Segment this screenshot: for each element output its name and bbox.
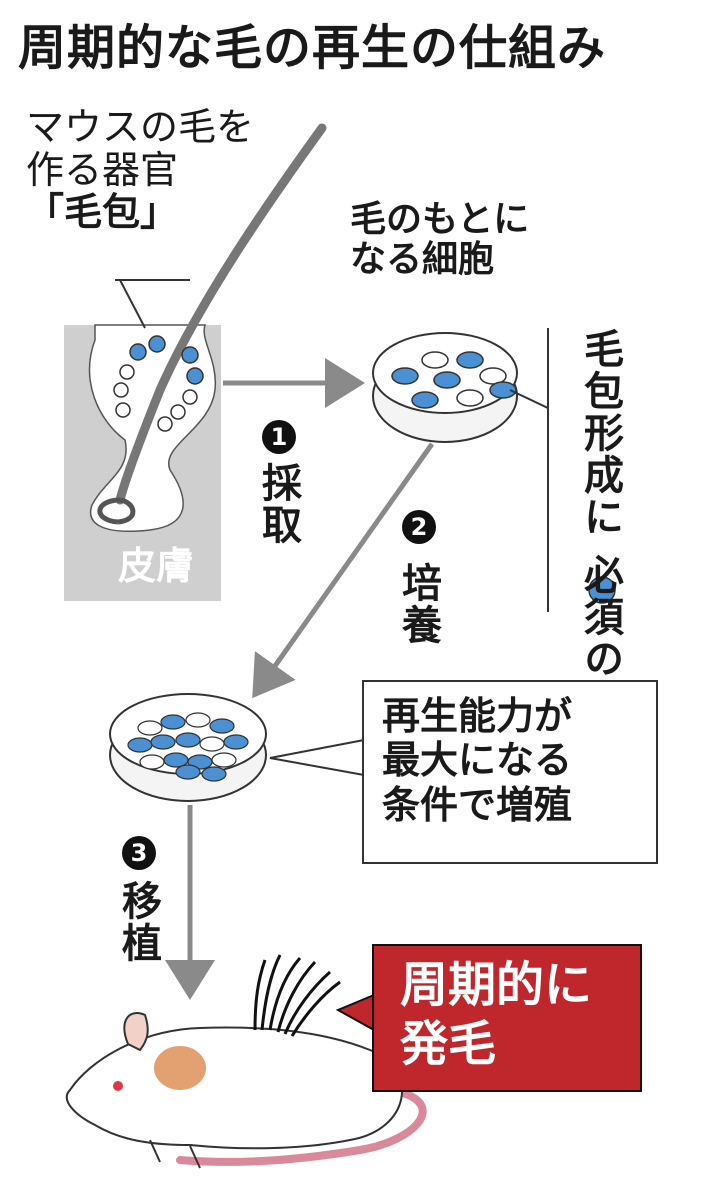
- follicle-label-line2: 作る器官: [26, 147, 179, 192]
- mouse-leg-front: [149, 1139, 201, 1169]
- condition-line3: 条件で増殖: [382, 782, 573, 827]
- result-box: 周期的に 発毛: [372, 944, 642, 1092]
- new-hair-tuft: [253, 954, 341, 1037]
- condition-box: 再生能力が 最大になる 条件で増殖: [362, 680, 658, 864]
- mouse-ear: [123, 1012, 149, 1052]
- step-2-number: 2: [402, 510, 436, 544]
- follicle-label: マウスの毛を 作る器官 「毛包」: [26, 106, 254, 234]
- required-cells-line1: 毛包形成に: [577, 328, 623, 538]
- mouse-tail: [176, 1086, 427, 1166]
- required-cell-legend: [588, 576, 616, 604]
- dish-upper: [372, 332, 518, 443]
- hair-root: [97, 497, 136, 525]
- step-3-label: 移植: [115, 880, 161, 964]
- mouse-illustration: [65, 954, 427, 1169]
- required-pointer: [509, 328, 549, 612]
- mouse-eye: [113, 1081, 123, 1091]
- condition-line1: 再生能力が: [382, 694, 573, 738]
- required-cells-label: 毛包形成に 必須の細胞: [577, 328, 623, 764]
- condition-line2: 最大になる: [382, 738, 573, 783]
- result-line2: 発毛: [400, 1015, 497, 1072]
- follicle-pointer: [115, 279, 190, 329]
- follicle-cells: [113, 335, 204, 432]
- hair-shaft: [115, 123, 327, 505]
- follicle-label-line3: 「毛包」: [26, 190, 179, 235]
- step-1-number: 1: [262, 420, 296, 454]
- result-pointer: [335, 994, 375, 1031]
- dish-lower: [109, 693, 267, 802]
- mouse-body: [65, 1026, 404, 1150]
- condition-pointer: [269, 739, 365, 776]
- origin-cells-label: 毛のもとに なる細胞: [350, 199, 530, 281]
- arrow-culture: [252, 442, 435, 699]
- diagram-title: 周期的な毛の再生の仕組み: [18, 20, 607, 76]
- origin-cells-line2: なる細胞: [350, 239, 495, 281]
- origin-cells-line1: 毛のもとに: [350, 199, 530, 240]
- mouse-patch: [154, 1046, 206, 1090]
- follicle-label-line1: マウスの毛を: [26, 105, 255, 149]
- result-line1: 周期的に: [400, 957, 593, 1013]
- step-1-label: 採取: [255, 462, 301, 546]
- step-2-label: 培養: [395, 562, 441, 646]
- skin-label: 皮膚: [118, 544, 195, 588]
- step-3-number: 3: [122, 836, 156, 870]
